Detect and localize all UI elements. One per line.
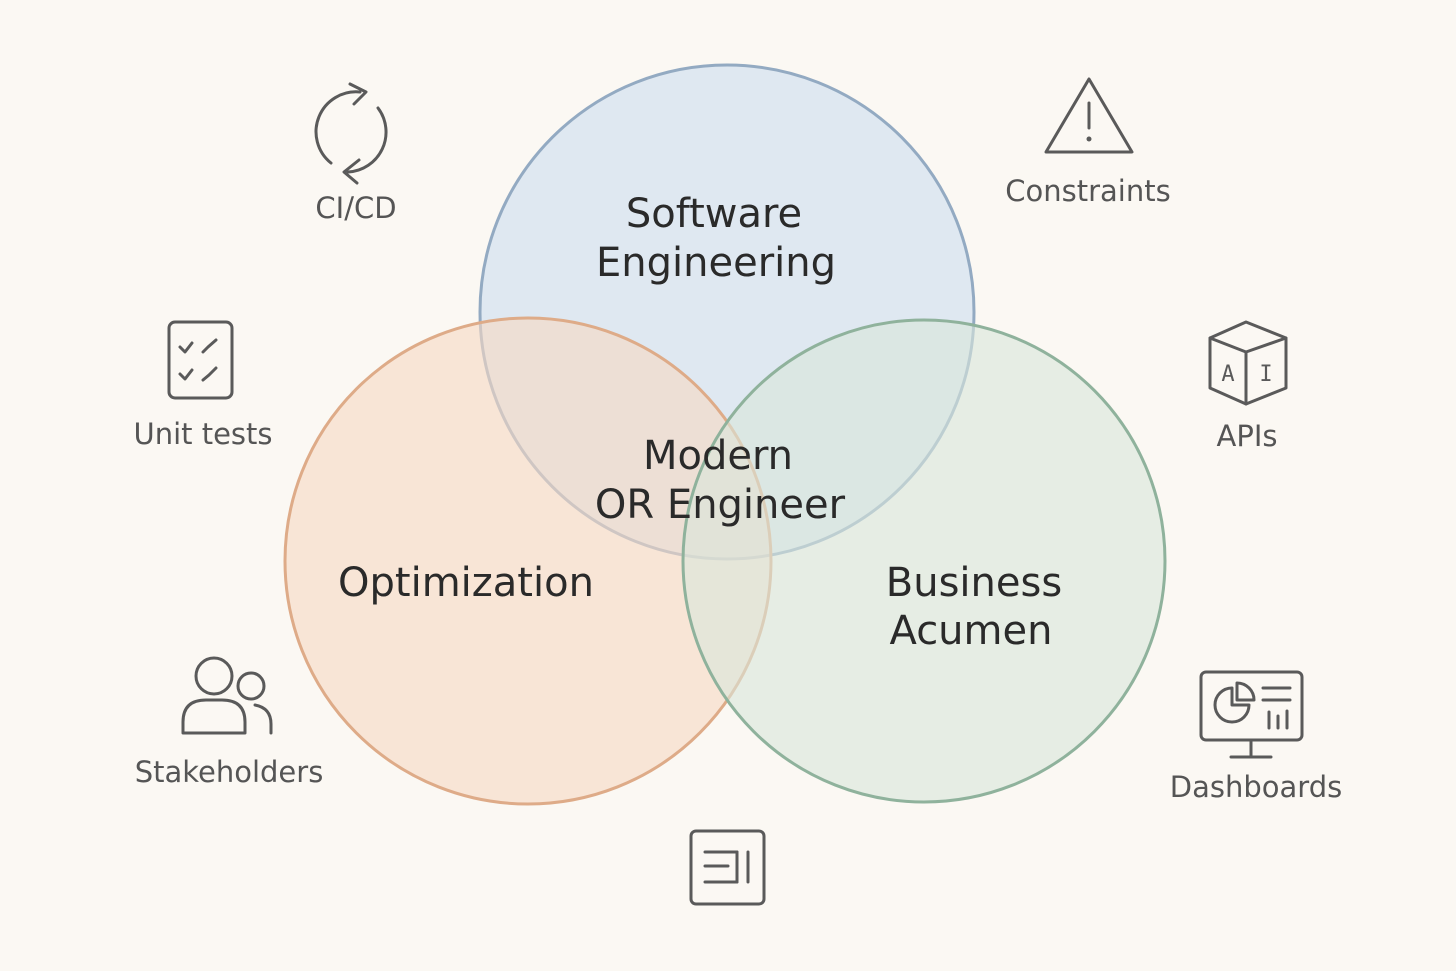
monitor-chart-icon: [1199, 670, 1304, 759]
business-acumen-label-line2: Acumen: [890, 608, 1053, 654]
business-acumen-label-line1: Business: [886, 560, 1062, 606]
cube-letter-i: I: [1259, 362, 1272, 387]
panel-icon: [689, 829, 766, 906]
optimization-label: Optimization: [338, 560, 594, 606]
center-label-line1: Modern: [643, 433, 793, 479]
cube-icon: A I: [1208, 320, 1288, 406]
unit-tests-label: Unit tests: [133, 417, 272, 451]
center-label-line2: OR Engineer: [595, 482, 846, 528]
stakeholders-label: Stakeholders: [135, 755, 324, 789]
constraints-label: Constraints: [1005, 174, 1170, 208]
software-engineering-label-line2: Engineering: [596, 240, 836, 286]
dashboards-label: Dashboards: [1170, 770, 1342, 804]
cube-letter-a: A: [1221, 362, 1234, 387]
warning-triangle-icon: [1044, 77, 1134, 154]
software-engineering-label-line1: Software: [626, 191, 802, 237]
cicd-label: CI/CD: [315, 191, 396, 225]
people-icon: [181, 656, 273, 735]
checklist-icon: [167, 320, 234, 400]
refresh-cycle-icon: [314, 82, 388, 185]
business-acumen-circle: [681, 318, 1167, 804]
apis-label: APIs: [1217, 419, 1278, 453]
